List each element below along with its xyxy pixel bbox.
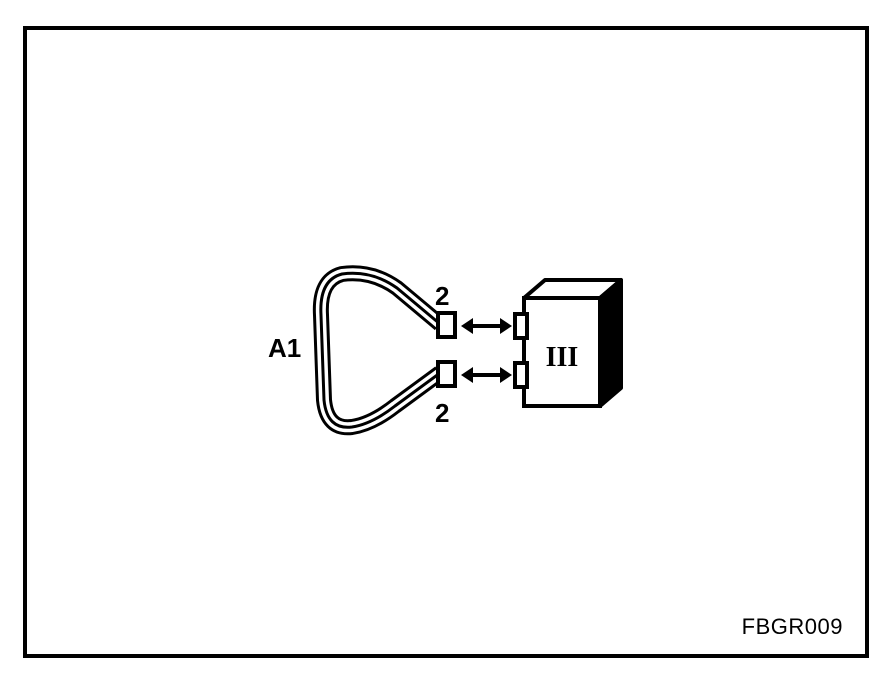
connector-block-icon <box>513 278 623 408</box>
connector-label: A1 <box>268 333 301 363</box>
module-socket-top <box>513 312 529 340</box>
figure-frame: 2 2 A1 III FBGR009 <box>23 26 869 658</box>
double-arrow-icon <box>461 318 512 383</box>
jumper-pin-bottom <box>436 360 457 388</box>
pin-label-bottom: 2 <box>435 398 449 428</box>
jumper-diagram: 2 2 A1 III <box>268 265 623 436</box>
figure-code: FBGR009 <box>741 614 843 639</box>
module-socket-bottom <box>513 361 529 389</box>
pin-label-top: 2 <box>435 281 449 311</box>
jumper-wire-icon <box>312 265 446 436</box>
module-marking: III <box>546 342 579 373</box>
jumper-pin-top <box>436 311 457 339</box>
